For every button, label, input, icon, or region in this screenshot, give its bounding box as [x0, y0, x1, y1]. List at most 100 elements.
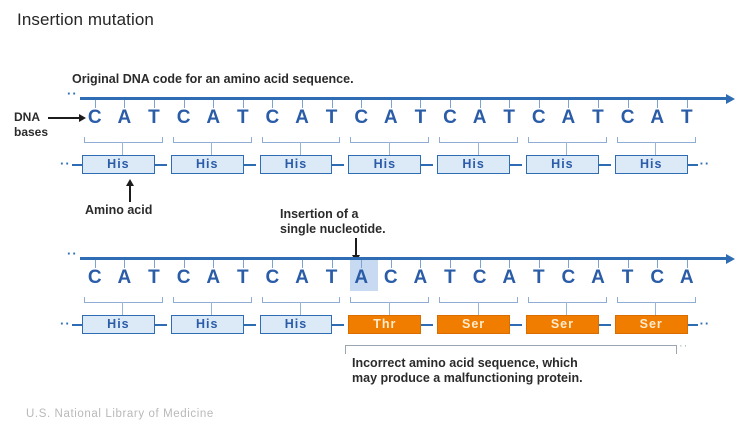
dna-base: C [176, 107, 191, 128]
base-tick [509, 100, 511, 108]
dna-base: A [354, 267, 369, 288]
codon-connector-line [211, 142, 213, 155]
amino-acid-box: His [259, 155, 333, 174]
dna-base: T [621, 267, 634, 288]
codon-bracket [172, 137, 252, 143]
inserted-nucleotide-highlight [350, 260, 378, 291]
amino-acid-box: His [82, 155, 155, 174]
dna-base: C [383, 267, 398, 288]
incorrect-sequence-bracket [345, 345, 677, 354]
dna-base: C [472, 267, 487, 288]
base-tick [598, 260, 599, 268]
codon-connector-line [122, 142, 124, 155]
codon-connector-line [122, 302, 124, 315]
dna-bases-label-text: DNA bases [14, 110, 49, 139]
dna-base: A [650, 107, 665, 128]
dna-base: A [295, 267, 309, 288]
base-tick [94, 260, 96, 268]
amino-chain-trailing-ellipsis: ·· [699, 316, 711, 331]
dna-base: A [206, 107, 221, 128]
dna-base: A [295, 107, 309, 128]
axis-leading-ellipsis: ·· [67, 86, 78, 101]
dna-base: T [503, 107, 515, 128]
amino-acid-box-mutant: Ser [526, 315, 599, 334]
original-sequence-caption: Original DNA code for an amino acid sequ… [72, 72, 354, 86]
axis-arrowhead [725, 253, 735, 264]
codon-bracket [528, 137, 607, 143]
dna-base: T [680, 107, 693, 128]
axis-leading-ellipsis: ·· [67, 246, 78, 261]
dna-base: T [592, 107, 604, 128]
amino-acid-label: Amino acid [85, 203, 153, 217]
base-tick [213, 260, 215, 268]
amino-acid-link [72, 323, 82, 326]
codon-connector-line [655, 142, 657, 155]
base-tick [538, 260, 540, 268]
dna-base: T [236, 107, 249, 128]
amino-acid-box: His [170, 155, 244, 174]
amino-acid-link [687, 163, 698, 166]
amino-acid-box: His [526, 155, 599, 174]
amino-acid-box: His [348, 155, 422, 174]
base-tick [331, 260, 333, 268]
dna-backbone-axis [80, 97, 726, 100]
page-title: Insertion mutation [17, 10, 154, 29]
dna-base: C [176, 267, 191, 288]
base-tick [154, 260, 155, 268]
amino-acid-link [510, 323, 522, 326]
amino-acid-link [510, 163, 522, 166]
codon-connector-line [655, 302, 657, 315]
dna-base: A [413, 267, 428, 288]
codon-bracket [84, 137, 163, 143]
base-tick [420, 100, 422, 108]
base-tick [657, 100, 659, 108]
amino-acid-link [332, 163, 345, 166]
base-tick [568, 260, 570, 268]
amino-acid-box: His [259, 315, 333, 334]
dna-base: T [236, 267, 249, 288]
dna-base: C [265, 267, 280, 288]
codon-bracket [172, 297, 252, 303]
amino-chain-leading-ellipsis: ·· [60, 156, 71, 171]
base-tick [94, 100, 96, 108]
incorrect-sequence-caption: Incorrect amino acid sequence, which may… [352, 356, 583, 385]
dna-base: T [414, 107, 427, 128]
dna-base: A [206, 267, 221, 288]
base-tick [450, 100, 451, 108]
incorrect-sequence-bracket-dots: ·· [679, 340, 689, 352]
dna-base: C [354, 107, 369, 128]
dna-bases-pointer-arrow [48, 114, 86, 121]
base-tick [183, 100, 185, 108]
codon-bracket [616, 297, 696, 303]
codon-connector-line [477, 302, 479, 315]
base-tick [627, 260, 629, 268]
dna-base: A [502, 267, 517, 288]
base-tick [538, 100, 540, 108]
dna-base: A [561, 107, 576, 128]
dna-base: T [532, 267, 545, 288]
base-tick [124, 260, 126, 268]
amino-chain-trailing-ellipsis: ·· [699, 156, 711, 171]
base-tick [154, 100, 155, 108]
amino-acid-box: His [170, 315, 244, 334]
dna-base: C [87, 267, 102, 288]
base-tick [213, 100, 215, 108]
amino-acid-box: His [437, 155, 510, 174]
base-tick [568, 100, 570, 108]
amino-acid-box-mutant: Thr [348, 315, 422, 334]
amino-acid-link [421, 163, 434, 166]
base-tick [598, 100, 599, 108]
amino-acid-box: His [614, 155, 688, 174]
dna-base: C [561, 267, 576, 288]
dna-backbone-axis [80, 257, 726, 260]
amino-acid-box: His [82, 315, 155, 334]
base-tick [479, 260, 481, 268]
codon-connector-line [477, 142, 479, 155]
base-tick [302, 260, 303, 268]
amino-acid-box-mutant: Ser [614, 315, 688, 334]
codon-connector-line [300, 302, 301, 315]
insertion-caption: Insertion of a single nucleotide. [280, 207, 386, 236]
axis-arrowhead [725, 93, 735, 104]
dna-base: C [87, 107, 102, 128]
